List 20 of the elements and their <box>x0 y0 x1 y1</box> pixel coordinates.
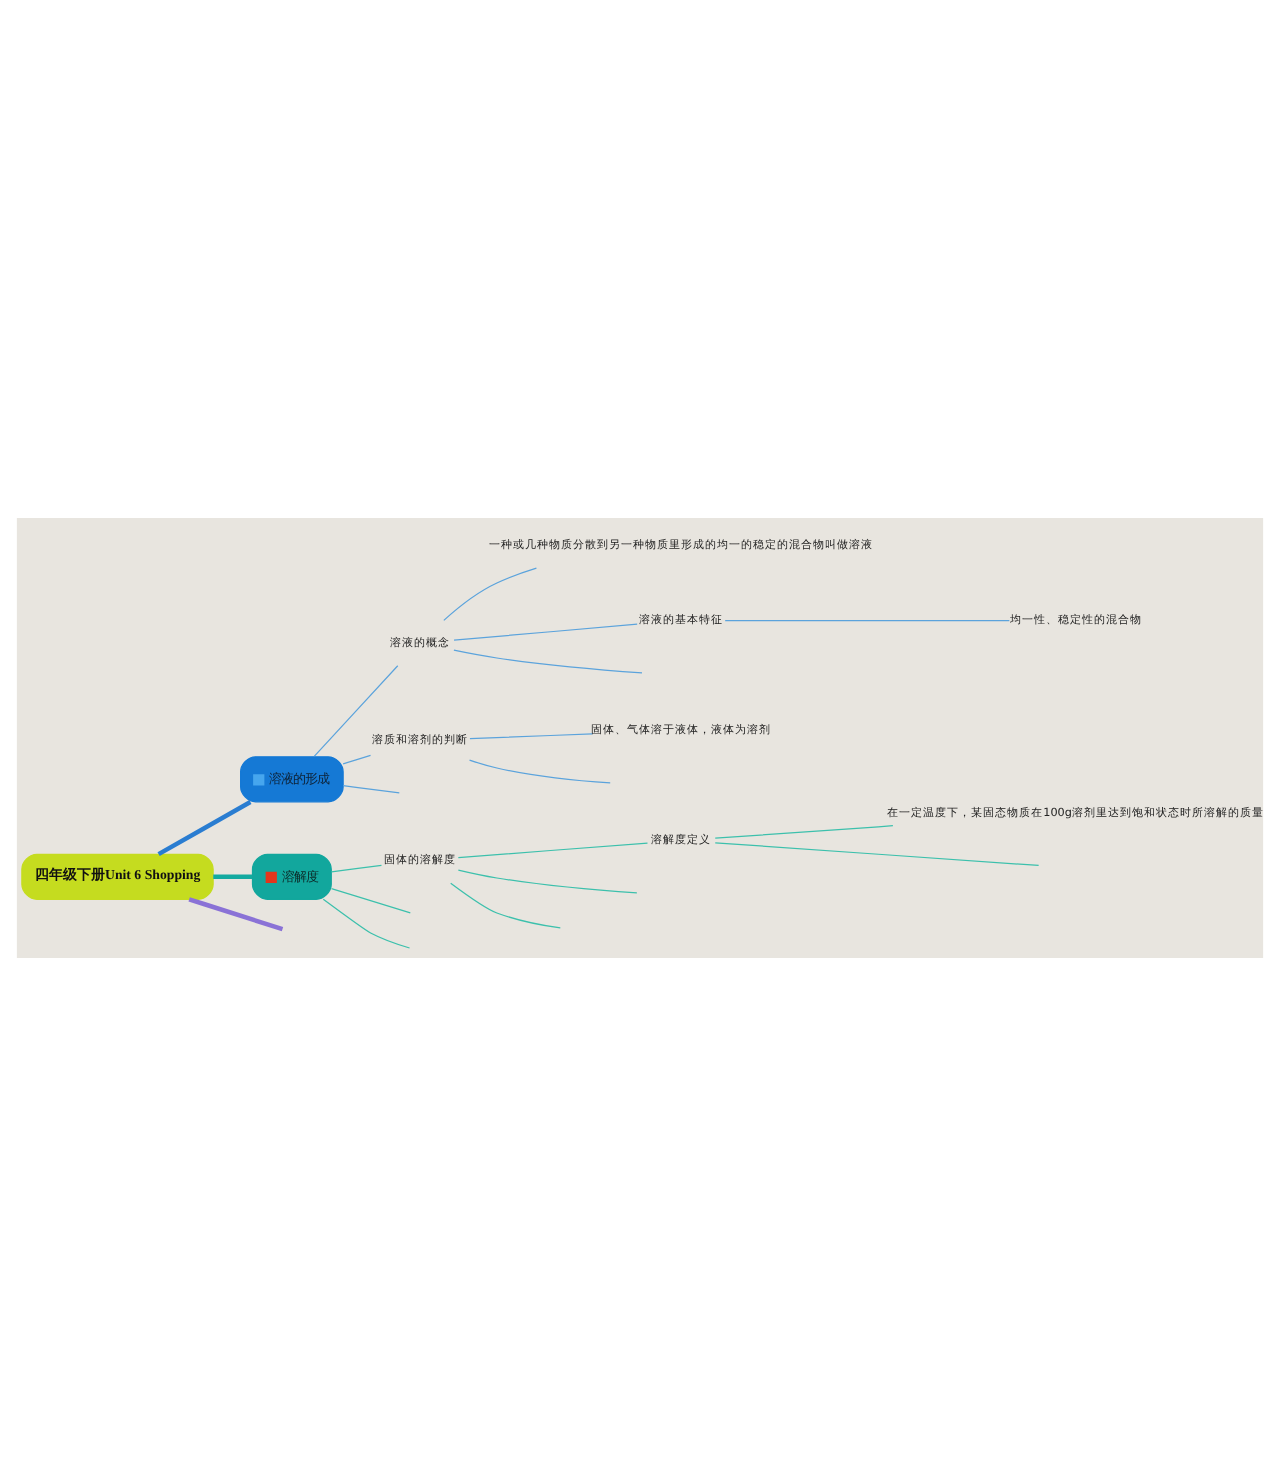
connector <box>457 868 638 893</box>
connector <box>330 886 411 913</box>
connector <box>468 758 611 783</box>
connector <box>342 753 372 764</box>
connector <box>188 896 284 931</box>
connector <box>714 824 894 838</box>
connector <box>453 648 643 673</box>
connector <box>724 618 1010 621</box>
connector <box>714 841 1040 866</box>
connector <box>157 799 252 856</box>
connector <box>342 784 400 793</box>
connector <box>322 897 411 948</box>
connector <box>443 566 538 621</box>
connector <box>213 873 253 878</box>
connector <box>469 732 593 739</box>
connector <box>457 841 649 858</box>
connector <box>330 863 383 872</box>
connector <box>450 881 561 928</box>
connector <box>453 622 638 640</box>
connector <box>313 664 399 756</box>
